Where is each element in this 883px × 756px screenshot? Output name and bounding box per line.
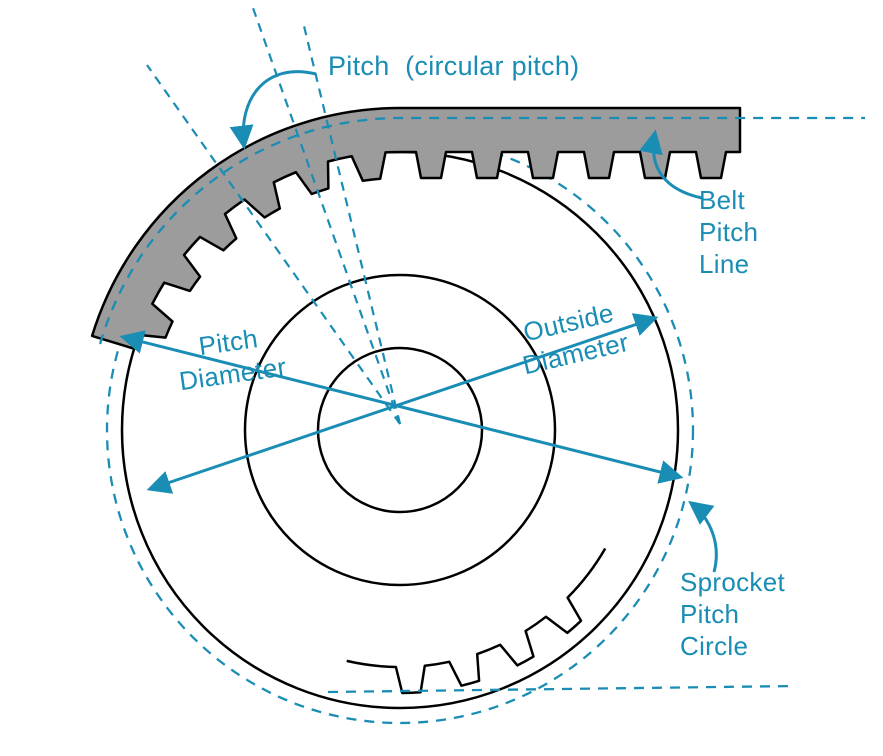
sprocket-bottom-teeth xyxy=(346,547,607,695)
belt-pitch-line-label-line3: Line xyxy=(699,249,750,279)
timing-belt xyxy=(90,106,742,350)
bottom-pitch-line-dashed xyxy=(327,684,796,694)
belt-pitch-line-label-line2: Pitch xyxy=(699,217,759,247)
pitch-circular-pitch-label: Pitch (circular pitch) xyxy=(328,51,580,81)
belt-pitch-line-dashed xyxy=(98,116,865,345)
pitch-leader-arrow xyxy=(229,70,317,150)
sprocket-pitch-circle-dashed xyxy=(105,135,695,725)
sprocket-pitch-circle-label-line1: Sprocket xyxy=(680,567,786,597)
belt-pitch-line-label: Belt Pitch Line xyxy=(699,184,758,280)
sprocket-pitch-circle-leader-arrow xyxy=(688,500,718,573)
belt-pitch-line-label-line1: Belt xyxy=(699,185,746,215)
belt-pitch-line-leader-arrow xyxy=(639,129,703,200)
outside-diameter-arrow xyxy=(146,313,659,494)
sprocket-pitch-circle-label-line3: Circle xyxy=(680,631,749,661)
sprocket-pitch-circle-label: Sprocket Pitch Circle xyxy=(680,566,785,662)
sprocket-pitch-circle-label-line2: Pitch xyxy=(680,599,740,629)
